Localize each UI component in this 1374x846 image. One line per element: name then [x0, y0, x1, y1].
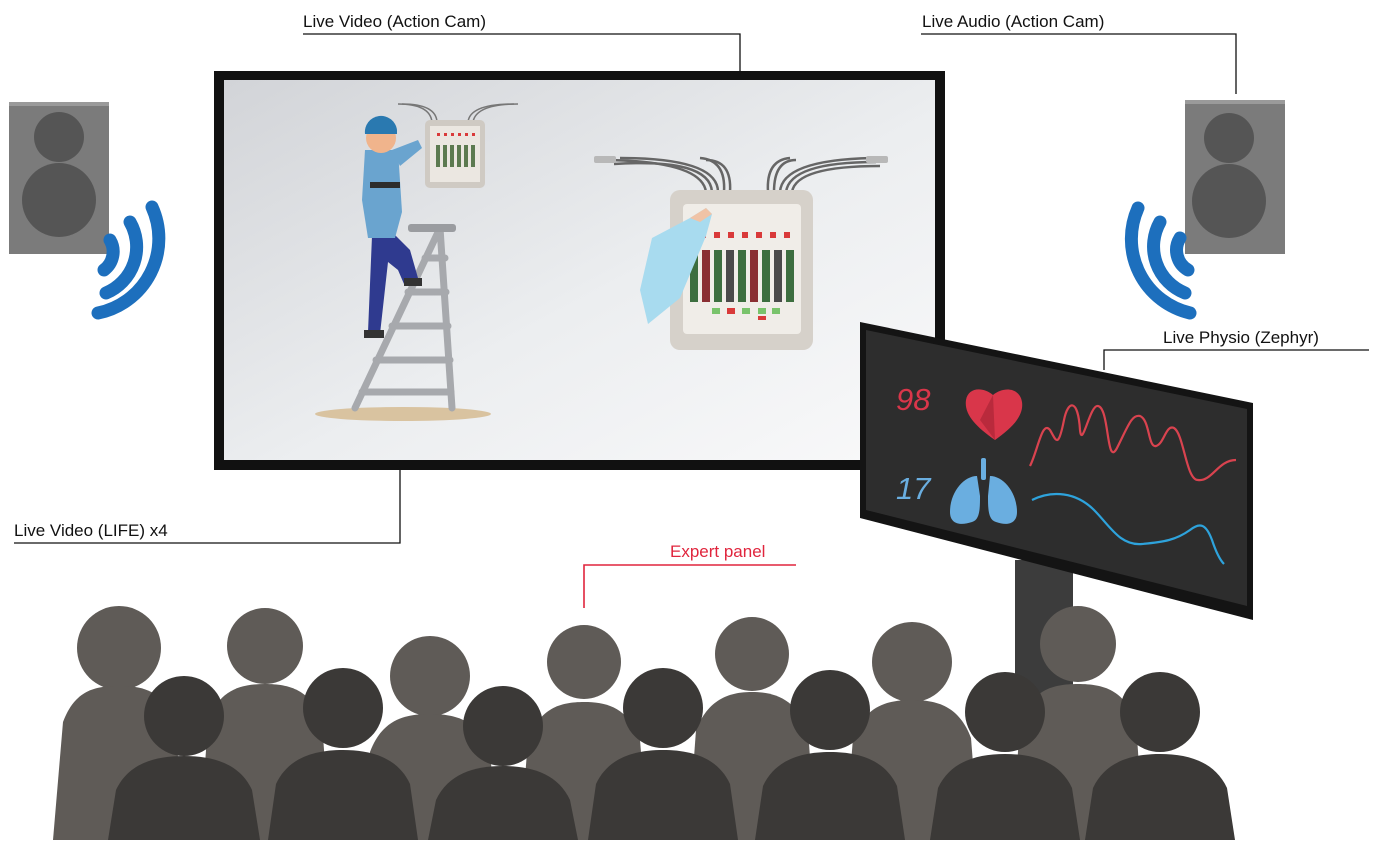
audience-person-front	[1085, 672, 1235, 840]
ladder	[351, 224, 456, 412]
main-video-screen	[214, 71, 945, 470]
lungs-icon	[950, 458, 1017, 524]
audience-person-front	[930, 672, 1080, 840]
audience-person-front	[755, 670, 905, 840]
label-live-video-life: Live Video (LIFE) x4	[14, 521, 168, 540]
audience-person-front	[268, 668, 418, 840]
audience-silhouettes	[53, 606, 1235, 840]
label-live-physio: Live Physio (Zephyr)	[1163, 328, 1319, 347]
audience-person-front	[428, 686, 578, 840]
callout-physio	[1103, 349, 1369, 370]
fuse-box-icon	[397, 103, 519, 188]
physio-monitor	[860, 322, 1253, 710]
audience-person-front	[588, 668, 738, 840]
speaker-right	[1185, 100, 1285, 254]
audience-person-front	[108, 676, 260, 840]
sound-waves-icon	[91, 200, 166, 320]
heart-icon	[965, 389, 1023, 440]
respiration-rate-value: 17	[896, 471, 931, 506]
heart-rate-value: 98	[896, 382, 931, 417]
sound-waves-icon	[1124, 201, 1197, 320]
label-live-audio-action-cam: Live Audio (Action Cam)	[922, 12, 1105, 31]
heart-waveform	[1029, 404, 1237, 482]
callout-expert-panel	[583, 564, 796, 608]
label-expert-panel: Expert panel	[670, 542, 766, 561]
fuse-box-icon	[594, 156, 888, 350]
speaker-left	[9, 102, 109, 254]
electrician-figure	[362, 115, 422, 338]
label-live-video-action-cam: Live Video (Action Cam)	[303, 12, 486, 31]
breath-waveform	[1031, 493, 1225, 565]
callout-audio-action-cam	[921, 33, 1237, 94]
